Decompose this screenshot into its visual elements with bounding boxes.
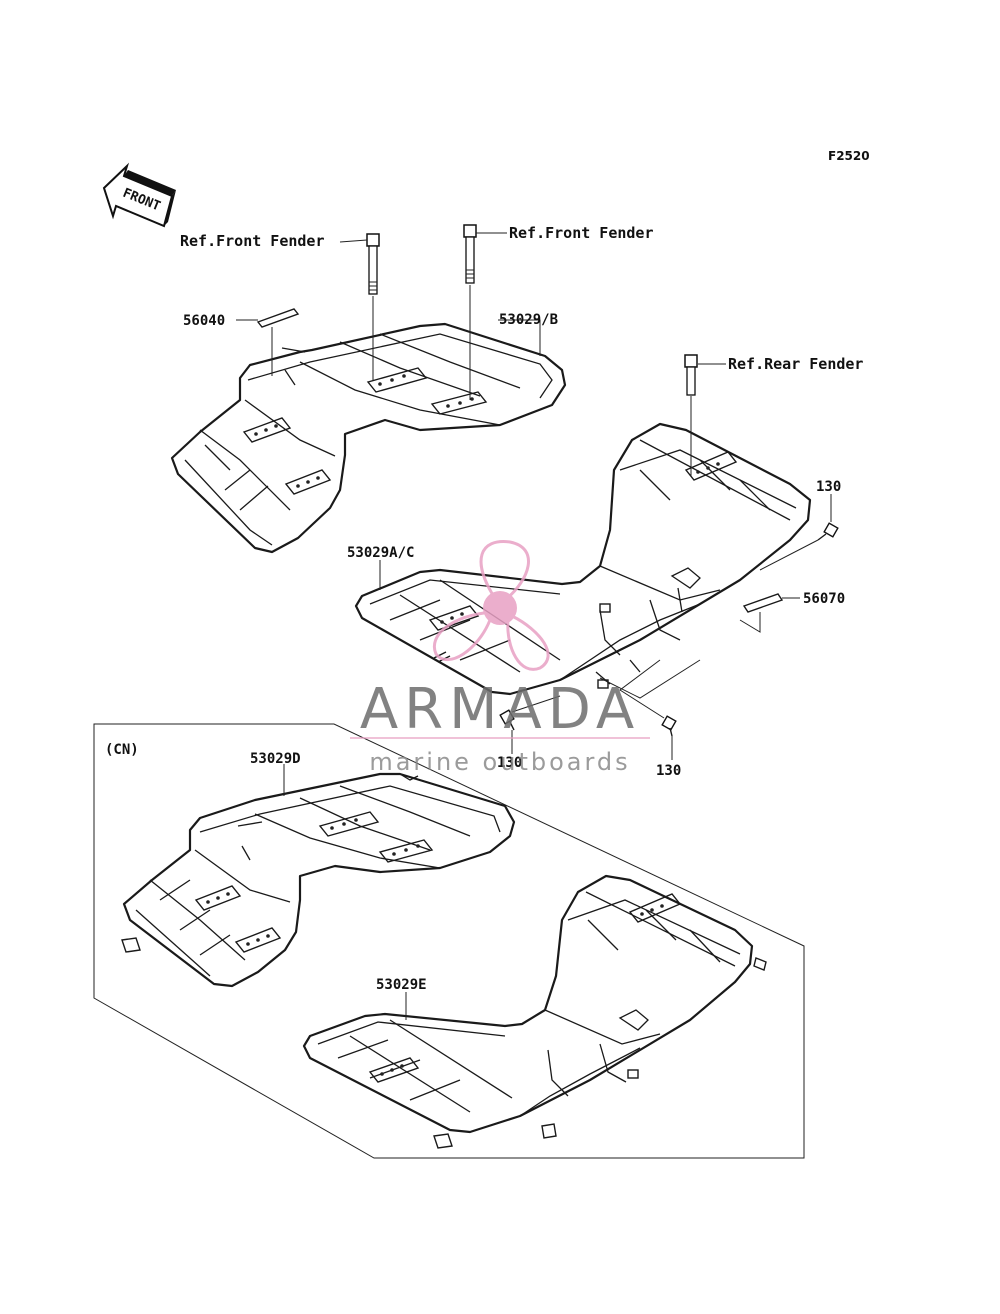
bolt-130-bottom-right-icon bbox=[661, 715, 677, 737]
label-part-53029-ac: 53029A/C bbox=[347, 545, 414, 561]
bolt-front-left-icon bbox=[366, 233, 380, 295]
watermark-brand: ARMADA bbox=[360, 677, 640, 742]
label-ref-front-fender-right: Ref.Front Fender bbox=[509, 224, 654, 242]
cn-variant-box bbox=[93, 723, 805, 1159]
sticker-56040-icon bbox=[256, 308, 300, 328]
bolt-130-right-icon bbox=[817, 522, 839, 541]
rear-carrier-53029ac bbox=[354, 422, 812, 696]
diagram-code: F2520 bbox=[828, 149, 870, 163]
bolt-130-bottom-left-icon bbox=[499, 709, 515, 731]
front-carrier-53029d bbox=[121, 772, 516, 988]
label-part-53029e: 53029E bbox=[376, 977, 427, 993]
sticker-56070-icon bbox=[742, 593, 784, 613]
propeller-logo-icon bbox=[432, 540, 550, 671]
watermark-tagline: marine outboards bbox=[369, 748, 630, 776]
label-ref-rear-fender: Ref.Rear Fender bbox=[728, 355, 863, 373]
label-part-56040: 56040 bbox=[183, 313, 225, 329]
label-cn: (CN) bbox=[105, 742, 139, 758]
label-part-130-bottom-left: 130 bbox=[497, 755, 522, 771]
label-part-56070: 56070 bbox=[803, 591, 845, 607]
bolt-rear-fender-icon bbox=[684, 354, 698, 396]
bolt-front-right-icon bbox=[463, 224, 477, 284]
watermark: ARMADA marine outboards bbox=[350, 540, 650, 776]
label-part-130-right: 130 bbox=[816, 479, 841, 495]
label-ref-front-fender-left: Ref.Front Fender bbox=[180, 232, 325, 250]
label-part-53029-b: 53029/B bbox=[499, 312, 558, 328]
rear-carrier-53029e bbox=[302, 874, 767, 1149]
front-carrier-53029b bbox=[170, 322, 567, 554]
label-part-130-bottom-right: 130 bbox=[656, 763, 681, 779]
label-part-53029d: 53029D bbox=[250, 751, 301, 767]
front-arrow-icon: FRONT bbox=[102, 162, 176, 228]
